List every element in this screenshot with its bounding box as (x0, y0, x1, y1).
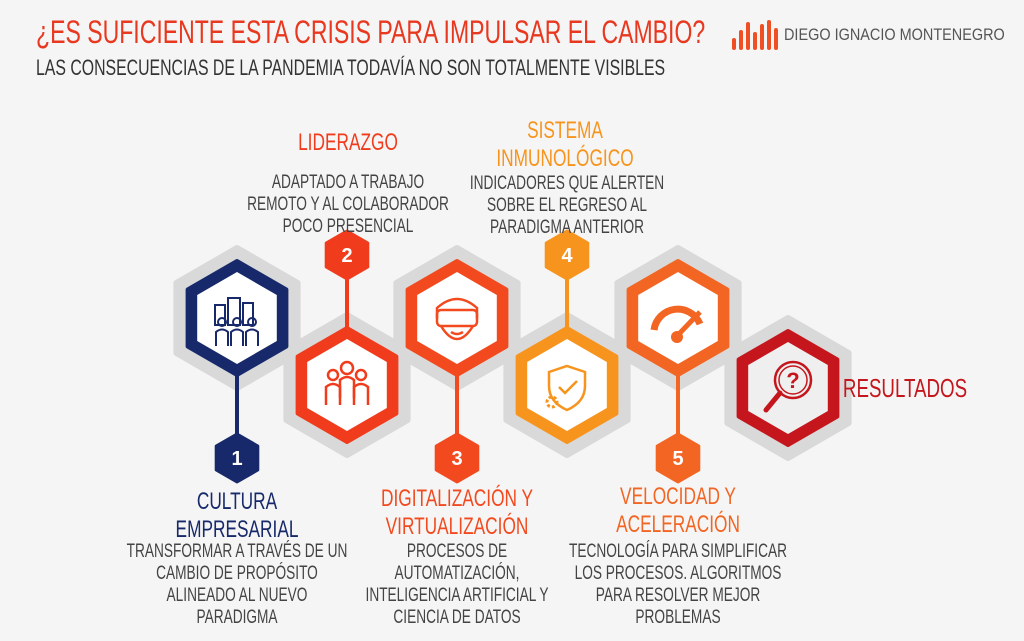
page-subtitle: LAS CONSECUENCIAS DE LA PANDEMIA TODAVÍA… (36, 55, 666, 80)
number-badge-3-text: 3 (451, 448, 462, 470)
number-badge-1 (214, 432, 260, 484)
logo-text: DIEGO IGNACIO MONTENEGRO (784, 25, 1005, 44)
number-badge-4 (544, 229, 590, 281)
step-2-title: LIDERAZGO (298, 129, 398, 156)
number-badge-1-text: 1 (231, 448, 242, 470)
number-badge-5 (655, 432, 701, 484)
number-badge-3 (434, 432, 480, 484)
hex-inner-5 (638, 272, 718, 364)
city-people-icon (214, 297, 259, 346)
speedometer-icon (650, 305, 704, 343)
number-badge-2-text: 2 (341, 245, 352, 267)
svg-text:?: ? (786, 368, 799, 393)
number-badge-5-text: 5 (672, 448, 683, 470)
hex-inner-2 (307, 339, 387, 431)
hex-inner-3 (417, 272, 497, 364)
team-icon (324, 360, 370, 405)
result-label: RESULTADOS (842, 373, 968, 403)
magnifier-question-icon: ? (763, 360, 813, 413)
vr-headset-icon (435, 297, 479, 341)
shield-check-icon (545, 364, 587, 412)
number-badge-4-text: 4 (561, 245, 573, 267)
page-title: ¿ES SUFICIENTE ESTA CRISIS PARA IMPULSAR… (36, 14, 706, 50)
hex-inner-4 (527, 339, 607, 431)
logo: DIEGO IGNACIO MONTENEGRO (732, 20, 1024, 50)
number-badge-2 (324, 229, 370, 281)
logo-bars-icon (732, 20, 778, 50)
